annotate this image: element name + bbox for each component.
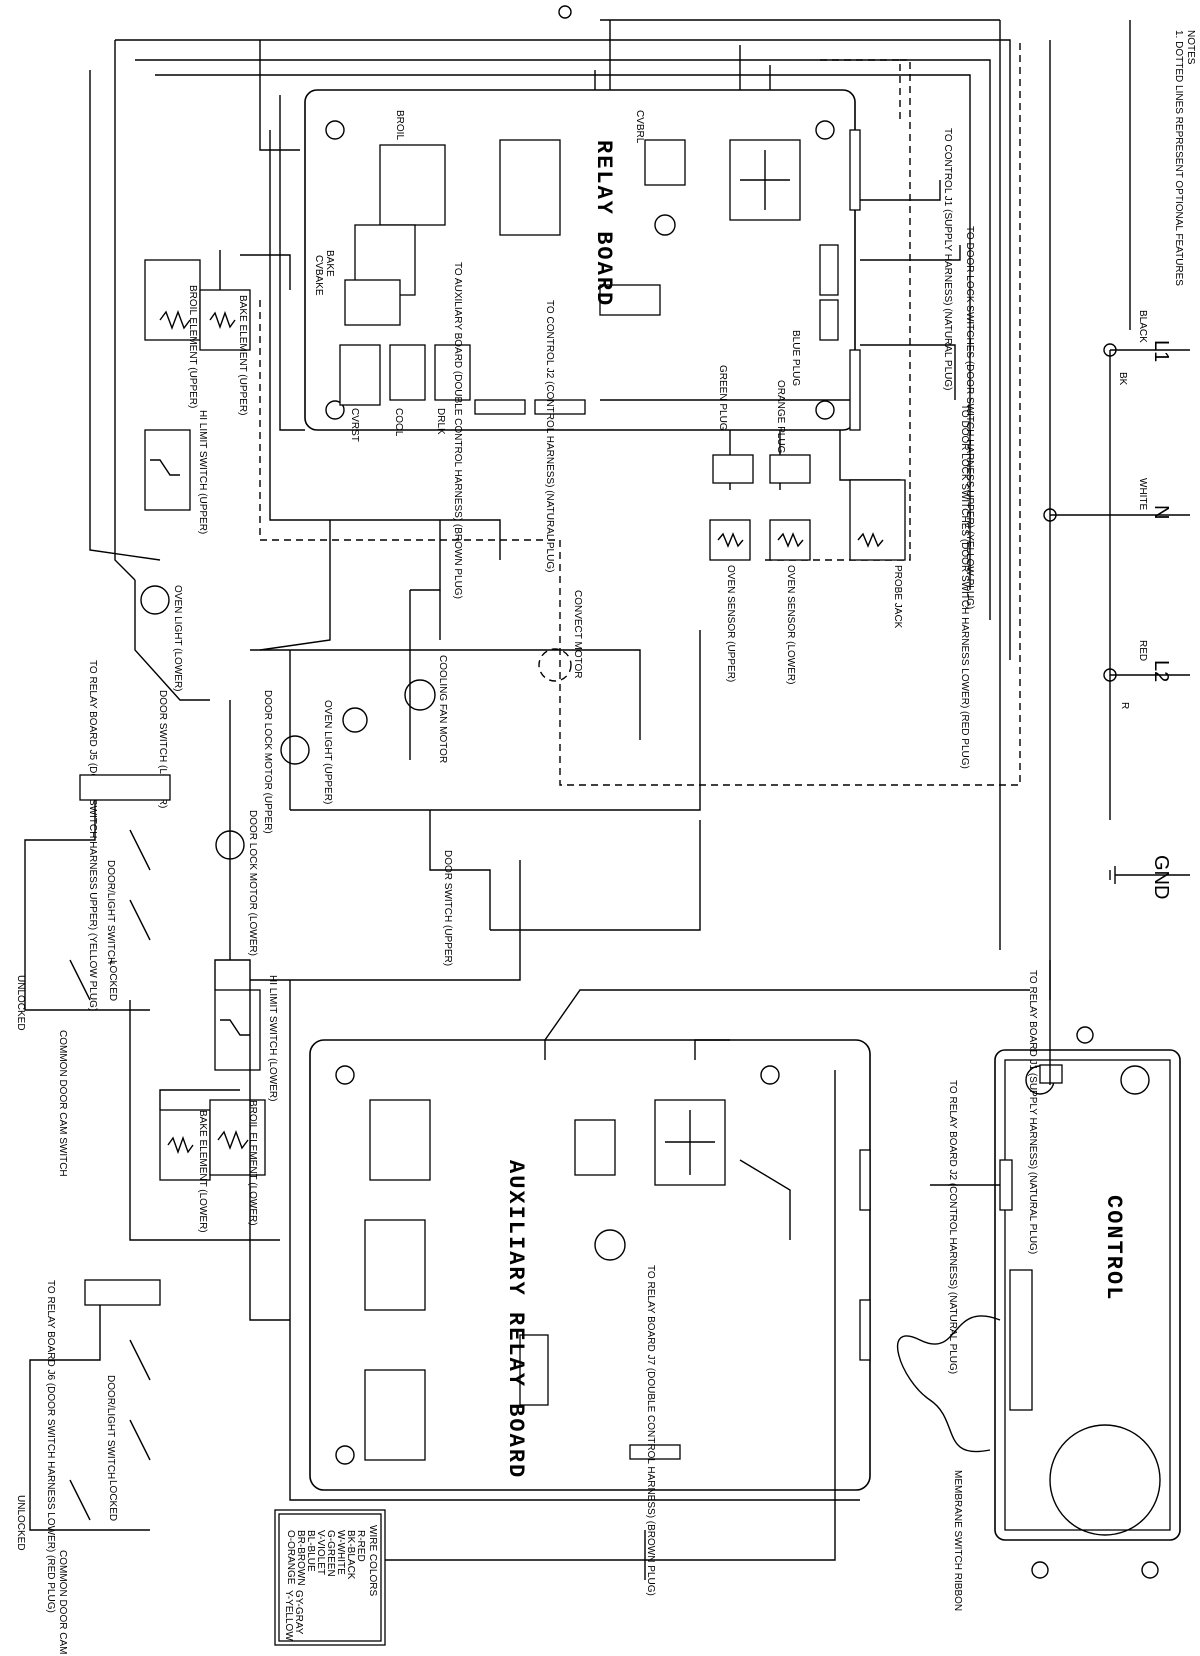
door-switch-lower-label: DOOR SWITCH (LOWER): [157, 690, 168, 808]
membrane-label: MEMBRANE SWITCH RIBBON: [952, 1470, 963, 1611]
l1-code: BK: [1117, 372, 1128, 386]
wire-color-4: V-VIOLET: [315, 1530, 326, 1575]
relay-board-title: RELAY BOARD: [591, 140, 616, 307]
upper-elements: BROIL ELEMENT (UPPER) BAKE ELEMENT (UPPE…: [87, 259, 251, 1011]
probe-jack-label: PROBE JACK: [892, 565, 903, 629]
oven-sensor-upper-label: OVEN SENSOR (UPPER): [725, 565, 736, 682]
aux-board-outline: [309, 1039, 871, 1491]
relay-label-broil: BROIL: [394, 110, 405, 140]
aux-board-note: TO AUXILIARY BOARD (DOUBLE CONTROL HARNE…: [452, 262, 463, 599]
hi-limit-lower-label: HI LIMIT SWITCH (LOWER): [267, 975, 278, 1101]
n-label: N: [1150, 505, 1172, 519]
green-plug-label: GREEN PLUG: [717, 365, 728, 431]
control-module: CONTROL TO RELAY BOARD J1 (SUPPLY HARNES…: [896, 960, 1181, 1611]
lower-elements: HI LIMIT SWITCH (LOWER) BAKE ELEMENT (LO…: [129, 959, 290, 1321]
control-j2-note: TO RELAY BOARD J2 (CONTROL HARNESS) (NAT…: [947, 1080, 958, 1374]
wire-color-3: G-GREEN: [325, 1530, 336, 1577]
aux-board-note: TO RELAY BOARD J7 (DOUBLE CONTROL HARNES…: [645, 1265, 656, 1596]
relay-label-cool: COOL: [393, 408, 404, 437]
oven-light-lower-label: OVEN LIGHT (LOWER): [172, 585, 183, 692]
notes-line-1: 1. DOTTED LINES REPRESENT OPTIONAL FEATU…: [1173, 30, 1184, 286]
wire-color-7: O-ORANGE: [285, 1530, 296, 1585]
power-lines: L1 BLACK BK N WHITE L2 RED R GND: [999, 20, 1190, 1000]
to-control-j1-note: TO CONTROL J1 (SUPPLY HARNESS) (NATURAL …: [942, 128, 953, 390]
aux-board-title: AUXILIARY RELAY BOARD: [503, 1160, 528, 1479]
wire-color-2: W-WHITE: [335, 1530, 346, 1575]
orange-plug-label: ORANGE PLUG: [775, 380, 786, 454]
relay-label-cvbrl: CVBRL: [634, 110, 645, 144]
relay-label-drlk: DRLK: [435, 408, 446, 435]
l1-label: L1: [1150, 340, 1172, 362]
control-j1-note: TO RELAY BOARD J1 (SUPPLY HARNESS) (NATU…: [1027, 970, 1038, 1254]
door-switch-upper-label: DOOR SWITCH (UPPER): [442, 850, 453, 966]
wire-colors-legend: WIRE COLORS R-RED BK-BLACK W-WHITE G-GRE…: [274, 1509, 386, 1646]
wire-colors-title: WIRE COLORS: [367, 1525, 378, 1596]
door-light-switch-upper-label: DOOR/LIGHT SWITCH: [105, 860, 116, 964]
relay-j5-note: TO RELAY BOARD J5 (DOOR SWITCH HARNESS U…: [87, 660, 98, 1011]
wire-color-0: R-RED: [355, 1530, 366, 1562]
relay-label-cvbake: CVBAKE: [313, 255, 324, 296]
broil-lower-label: BROIL ELEMENT (LOWER): [247, 1100, 258, 1226]
motors: COOLING FAN MOTOR OVEN LIGHT (UPPER) DOO…: [215, 40, 1021, 981]
door-cam-switch-upper-label: COMMON DOOR CAM SWITCH: [57, 1030, 68, 1177]
door-lock-motor-upper-label: DOOR LOCK MOTOR (UPPER): [262, 690, 273, 834]
locked-lower-label: LOCKED: [107, 1480, 118, 1521]
door-light-switch-lower-label: DOOR/LIGHT SWITCH: [105, 1375, 116, 1479]
locked-upper-label: LOCKED: [107, 960, 118, 1001]
relay-label-cvrst: CVRST: [349, 408, 360, 442]
door-lock-motor-lower-label: DOOR LOCK MOTOR (LOWER): [247, 810, 258, 956]
convect-motor-label: CONVECT MOTOR: [572, 590, 583, 679]
notes-block: NOTES 1. DOTTED LINES REPRESENT OPTIONAL…: [1173, 30, 1196, 286]
broil-upper-label: BROIL ELEMENT (UPPER): [187, 285, 198, 408]
gnd-label: GND: [1150, 855, 1172, 899]
sensors: OVEN SENSOR (UPPER) OVEN SENSOR (LOWER) …: [709, 430, 906, 684]
aux-relay-board: AUXILIARY RELAY BOARD TO RELAY BOARD J7 …: [289, 980, 1030, 1596]
wire-color-6: BR-BROWN: [295, 1530, 306, 1586]
wire-color-8: GY-GRAY: [293, 1590, 304, 1635]
wire-color-1: BK-BLACK: [345, 1530, 356, 1580]
door-lock-switch-upper: DOOR/LIGHT SWITCH LOCKED UNLOCKED COMMON…: [15, 774, 171, 1177]
door-lock-switch-lower: TO RELAY BOARD J6 (DOOR SWITCH HARNESS L…: [15, 1279, 161, 1656]
door-lock-lower-note: TO DOOR LOCK SWITCHES (DOOR SWITCH HARNE…: [959, 404, 970, 769]
control-title: CONTROL: [1101, 1195, 1126, 1301]
n-color-name: WHITE: [1137, 478, 1148, 511]
l2-color-name: RED: [1137, 640, 1148, 661]
bake-lower-label: BAKE ELEMENT (LOWER): [197, 1110, 208, 1233]
unlocked-lower-label: UNLOCKED: [15, 1495, 26, 1551]
unlocked-upper-label: UNLOCKED: [15, 975, 26, 1031]
wire-color-9: Y-YELLOW: [283, 1590, 294, 1641]
door-cam-switch-lower-label: COMMON DOOR CAM SWITCH: [57, 1550, 68, 1656]
relay-board-right-notes: TO CONTROL J1 (SUPPLY HARNESS) (NATURAL …: [860, 128, 975, 769]
relay-label-bake: BAKE: [324, 250, 335, 277]
l1-color-name: BLACK: [1137, 310, 1148, 343]
hi-limit-upper-label: HI LIMIT SWITCH (UPPER): [197, 410, 208, 534]
ground-mark-top: [558, 5, 572, 19]
l2-label: L2: [1150, 660, 1172, 682]
top-harness: [89, 19, 1011, 660]
control-j2-note: TO CONTROL J2 (CONTROL HARNESS) (NATURAL…: [544, 300, 555, 572]
relay-board: RELAY BOARD BAKE BROIL CVBAKE CVBRL CVRS…: [304, 89, 861, 599]
oven-sensor-lower-label: OVEN SENSOR (LOWER): [785, 565, 796, 684]
door-lock-upper-note: TO DOOR LOCK SWITCHES (DOOR SWITCH HARNE…: [964, 226, 975, 609]
l2-code: R: [1119, 702, 1130, 709]
wire-color-5: BL-BLUE: [305, 1530, 316, 1572]
notes-title: NOTES: [1185, 30, 1196, 65]
blue-plug-label: BLUE PLUG: [790, 330, 801, 386]
oven-light-upper-label: OVEN LIGHT (UPPER): [322, 700, 333, 804]
cooling-fan-label: COOLING FAN MOTOR: [437, 655, 448, 763]
relay-j6-note: TO RELAY BOARD J6 (DOOR SWITCH HARNESS L…: [45, 1280, 56, 1613]
bake-upper-label: BAKE ELEMENT (UPPER): [237, 295, 248, 415]
